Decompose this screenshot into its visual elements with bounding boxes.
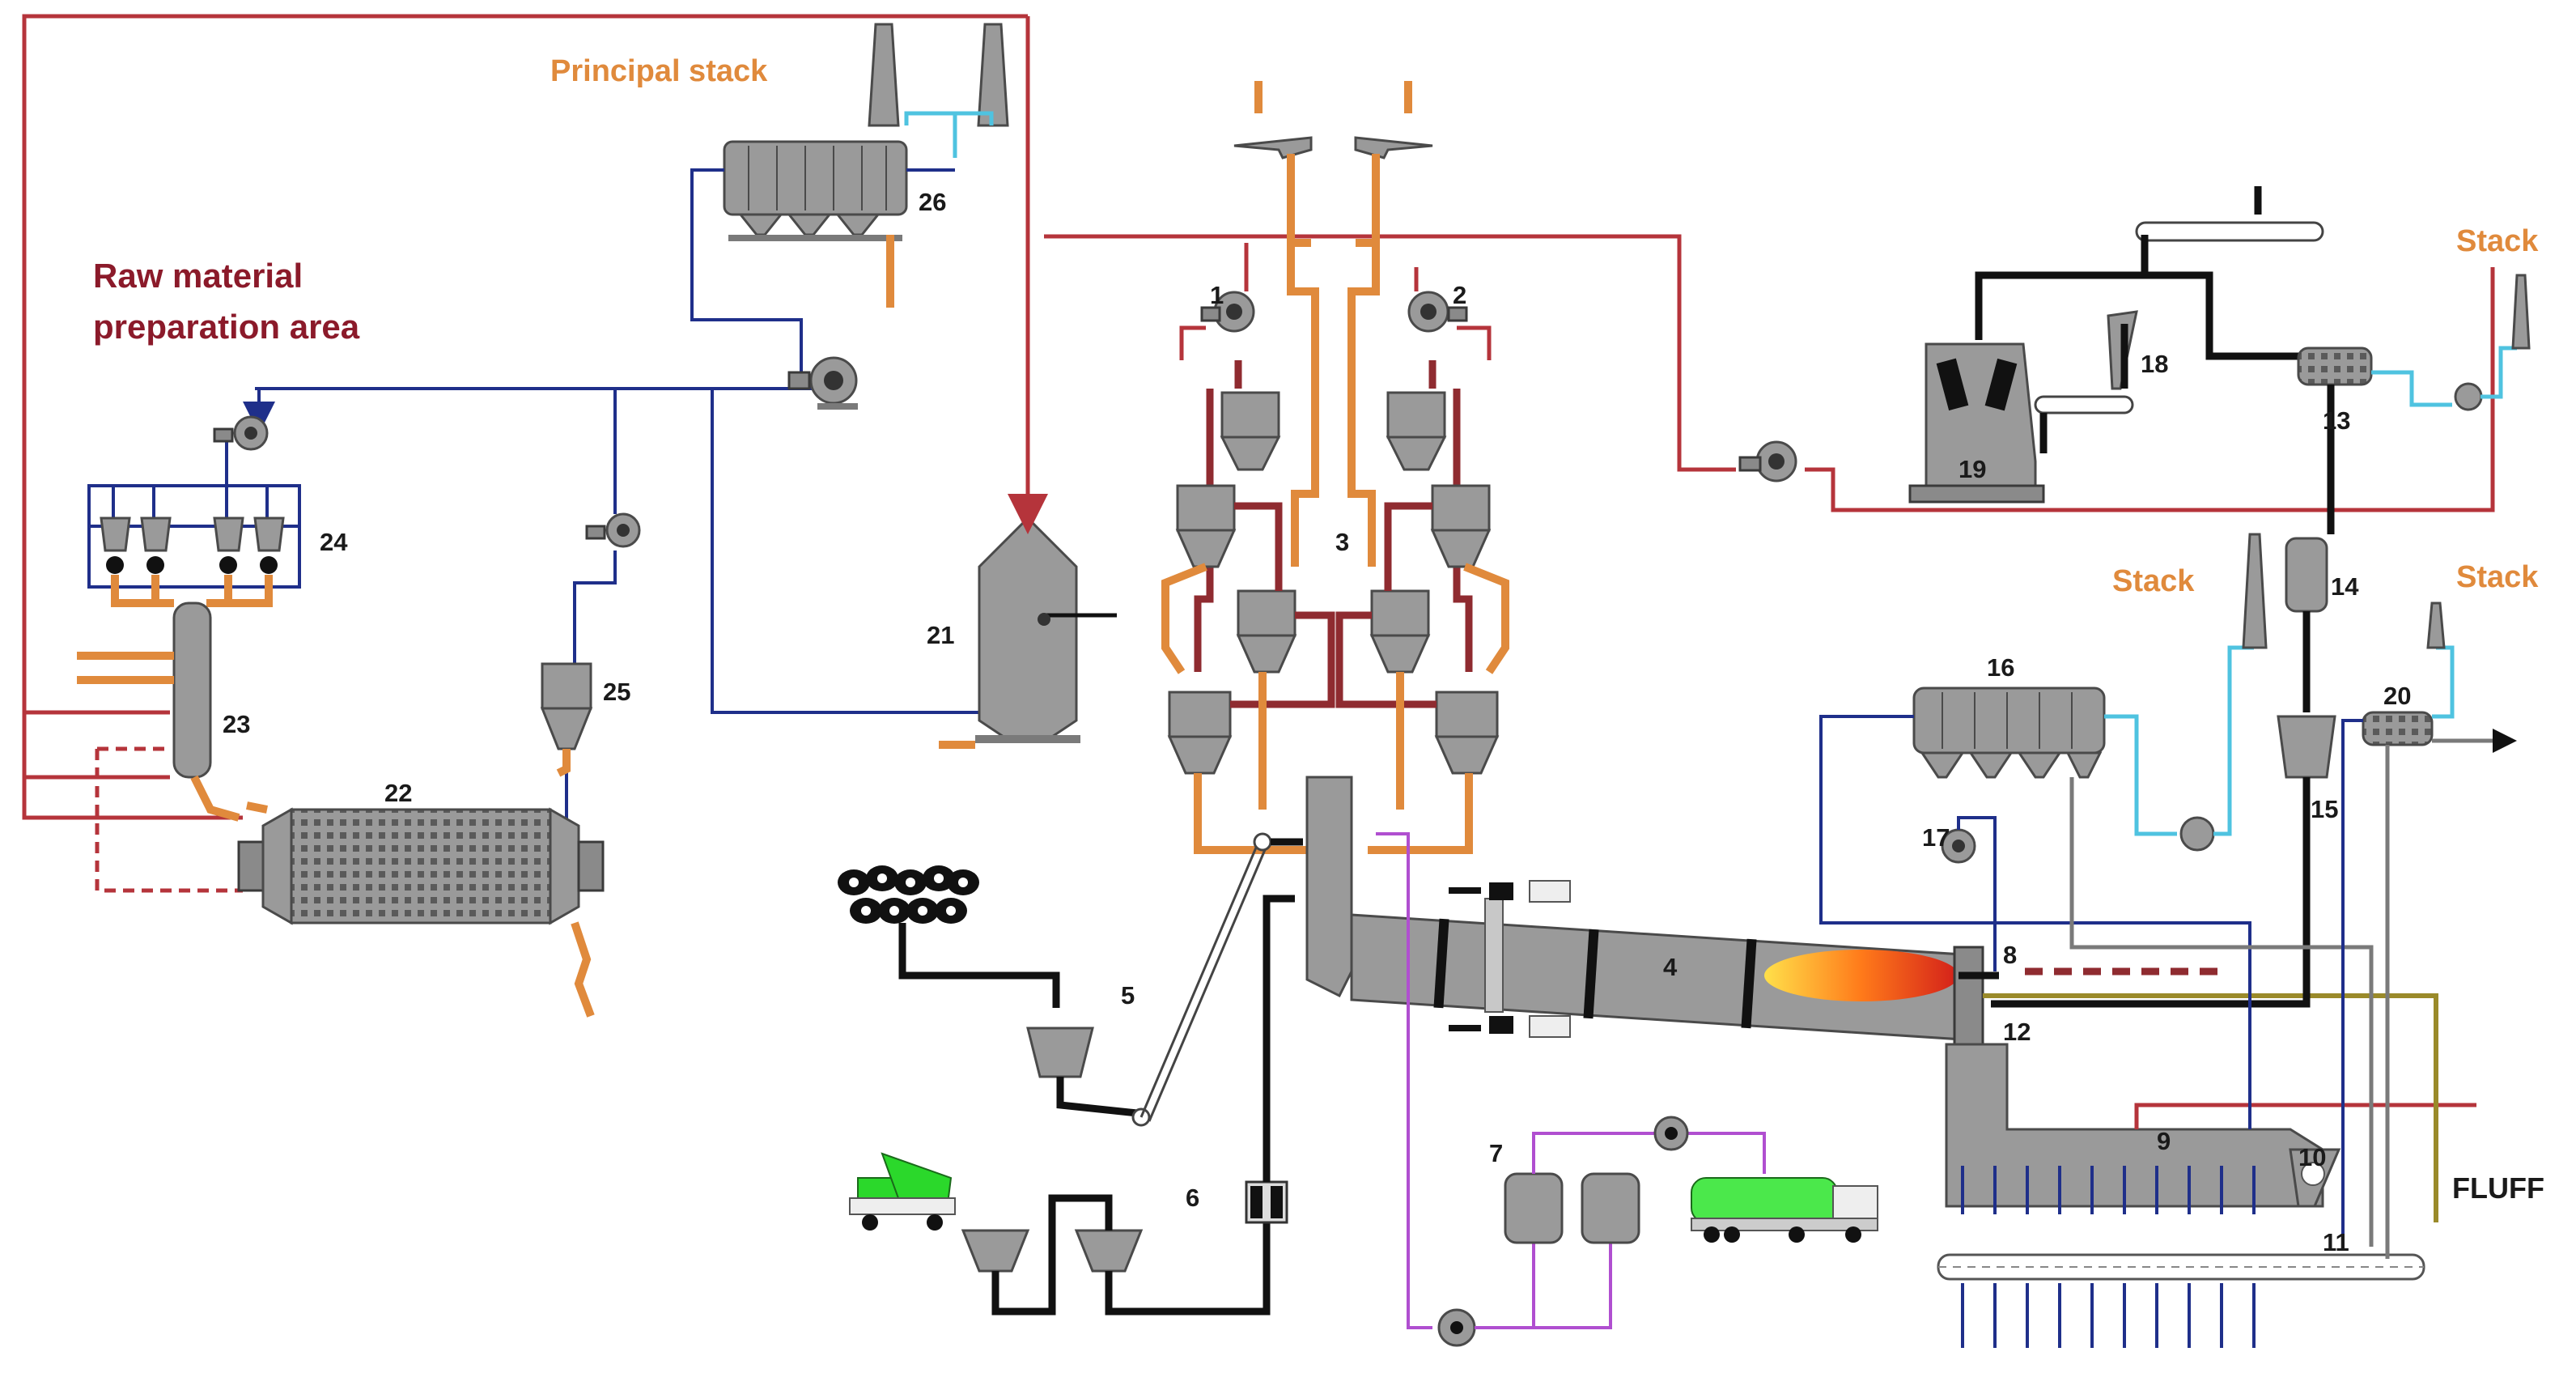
label-24: 24 bbox=[320, 528, 348, 556]
filter-20 bbox=[2341, 601, 2517, 1259]
cyclone-25 bbox=[540, 662, 593, 777]
fan-1 bbox=[1200, 291, 1255, 333]
principal-stack-2 bbox=[977, 23, 1009, 127]
label-25: 25 bbox=[603, 678, 630, 706]
conditioning-tower-21 bbox=[939, 516, 1117, 749]
principal-stack-group bbox=[690, 23, 1009, 380]
silo-14-15 bbox=[1991, 537, 2336, 1008]
solid-fuel-feed-6 bbox=[849, 895, 1295, 1316]
stack-20 bbox=[2426, 601, 2446, 649]
raw-material-area-label-line2: preparation area bbox=[93, 308, 360, 346]
label-13: 13 bbox=[2323, 406, 2350, 435]
stack-label-top-right: Stack bbox=[2456, 224, 2539, 258]
label-19: 19 bbox=[1959, 455, 1986, 483]
label-7: 7 bbox=[1489, 1139, 1503, 1167]
fan-26 bbox=[787, 356, 858, 410]
air-ducts-left bbox=[87, 387, 979, 834]
label-6: 6 bbox=[1186, 1184, 1199, 1212]
label-15: 15 bbox=[2311, 795, 2338, 823]
stack-label-mid: Stack bbox=[2112, 564, 2195, 598]
stack-16 bbox=[2242, 533, 2268, 649]
bag-filter-26 bbox=[723, 140, 908, 216]
label-21: 21 bbox=[927, 621, 954, 649]
label-10: 10 bbox=[2298, 1143, 2326, 1171]
stack-13 bbox=[2511, 274, 2531, 350]
label-8: 8 bbox=[2003, 941, 2017, 969]
label-14: 14 bbox=[2331, 572, 2359, 601]
liquid-fuel-7 bbox=[1376, 832, 1878, 1347]
hot-gas-return-lines bbox=[22, 14, 2495, 893]
label-26: 26 bbox=[919, 188, 946, 216]
label-11: 11 bbox=[2323, 1228, 2349, 1256]
tyre-feed-5 bbox=[838, 832, 1303, 1127]
coal-mill-19 bbox=[1908, 186, 2324, 504]
fan-24 bbox=[213, 415, 269, 451]
label-20: 20 bbox=[2383, 682, 2411, 710]
preheater-tower-3 bbox=[1161, 81, 1509, 998]
label-17: 17 bbox=[1922, 823, 1950, 852]
fan-2 bbox=[1407, 291, 1468, 333]
label-3: 3 bbox=[1335, 528, 1349, 556]
fan-19 bbox=[1738, 440, 1797, 482]
fan-25 bbox=[585, 512, 641, 548]
label-2: 2 bbox=[1453, 281, 1466, 309]
label-23: 23 bbox=[223, 710, 250, 738]
bag-filter-16 bbox=[1819, 533, 2374, 1247]
kiln-flame bbox=[1764, 950, 1959, 1001]
stack-label-right: Stack bbox=[2456, 560, 2539, 594]
label-16: 16 bbox=[1987, 653, 2014, 682]
label-18: 18 bbox=[2141, 350, 2168, 378]
raw-material-area-label-line1: Raw material bbox=[93, 257, 303, 295]
clinker-cooler-9 bbox=[1937, 1043, 2476, 1348]
label-1: 1 bbox=[1210, 281, 1224, 309]
separators-24 bbox=[87, 516, 301, 607]
fluff-label: FLUFF bbox=[2452, 1171, 2544, 1205]
label-22: 22 bbox=[384, 779, 412, 807]
label-4: 4 bbox=[1663, 953, 1678, 981]
label-9: 9 bbox=[2157, 1127, 2171, 1155]
principal-stack-1 bbox=[868, 23, 900, 127]
label-12: 12 bbox=[2003, 1018, 2031, 1046]
dryer-23 bbox=[77, 601, 268, 822]
rotary-kiln-4 bbox=[1350, 880, 2217, 1046]
filter-13 bbox=[2297, 274, 2531, 534]
fan-17 bbox=[1941, 816, 1997, 971]
principal-stack-label: Principal stack bbox=[550, 54, 768, 88]
ball-mill-22 bbox=[237, 807, 605, 1018]
label-5: 5 bbox=[1121, 981, 1135, 1010]
